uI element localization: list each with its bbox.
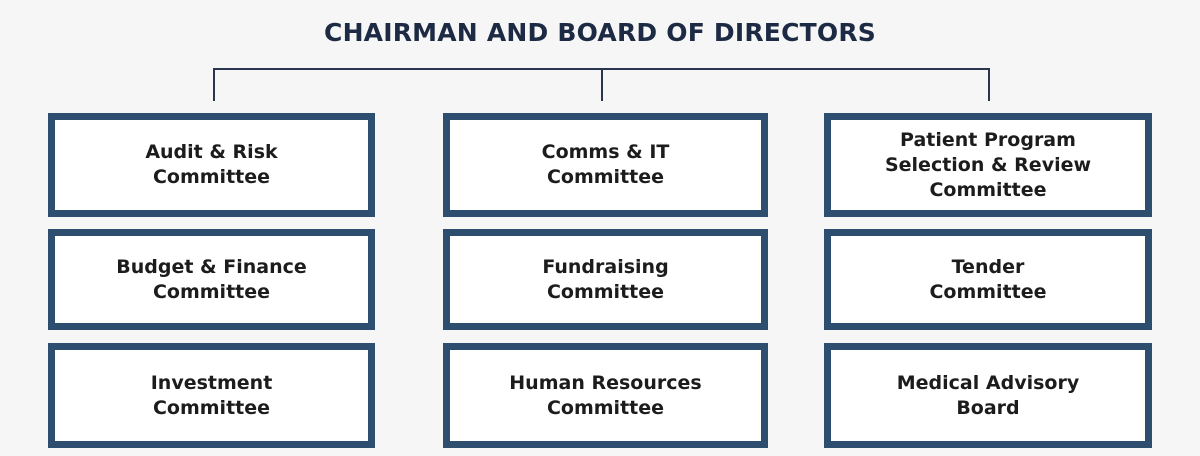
box-budget-finance-committee: Budget & Finance Committee [48, 229, 375, 330]
box-line: Committee [929, 280, 1047, 303]
box-line: Board [956, 396, 1020, 419]
box-line: Human Resources [509, 371, 702, 394]
box-audit-risk-committee: Audit & Risk Committee [48, 113, 375, 217]
box-patient-program-committee: Patient Program Selection & Review Commi… [824, 113, 1152, 217]
box-line: Medical Advisory [896, 371, 1080, 394]
box-tender-committee: Tender Committee [824, 229, 1152, 330]
box-human-resources-committee: Human Resources Committee [443, 343, 768, 448]
box-line: Budget & Finance [116, 255, 307, 278]
box-comms-it-committee: Comms & IT Committee [443, 113, 768, 217]
box-line: Investment [150, 371, 273, 394]
box-line: Committee [152, 280, 271, 303]
box-line: Committee [546, 166, 665, 188]
box-line: Fundraising [542, 255, 669, 278]
box-fundraising-committee: Fundraising Committee [443, 229, 768, 330]
box-medical-advisory-board: Medical Advisory Board [824, 343, 1152, 448]
box-investment-committee: Investment Committee [48, 343, 375, 448]
box-line: Committee [152, 396, 271, 419]
box-line: Committee [546, 280, 665, 303]
box-line: Selection & Review [884, 153, 1092, 176]
box-line: Tender [951, 255, 1025, 278]
box-line: Committee [152, 166, 271, 188]
box-line: Patient Program [900, 128, 1076, 151]
box-line: Committee [929, 178, 1047, 201]
box-line: Committee [546, 396, 665, 419]
box-line: Comms & IT [541, 141, 670, 163]
box-line: Audit & Risk [145, 141, 278, 163]
chart-title: CHAIRMAN AND BOARD OF DIRECTORS [324, 18, 876, 47]
